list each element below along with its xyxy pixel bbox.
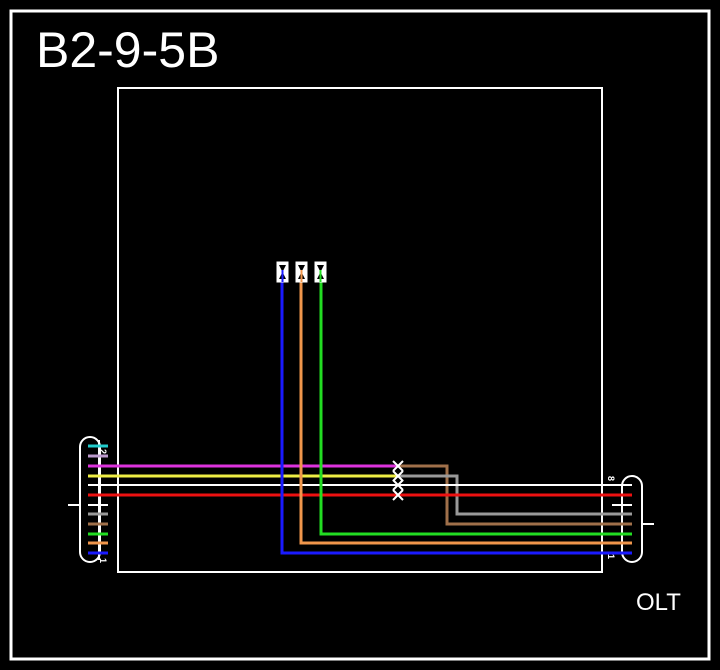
fiber-orange[interactable]: [299, 272, 632, 545]
right-connector[interactable]: 8 1: [606, 475, 654, 563]
enclosure-box: [117, 87, 603, 573]
right-connector-label-bottom: 1: [606, 554, 616, 559]
fiber-green[interactable]: [319, 272, 632, 536]
splice-x-icon: [392, 479, 404, 491]
splitter-blue[interactable]: [276, 261, 289, 283]
fiber-blue[interactable]: [280, 272, 632, 555]
splice-marks[interactable]: [392, 460, 404, 501]
left-connector-label-top: 12: [98, 444, 108, 454]
outer-frame: [9, 9, 711, 661]
splice-x-icon: [392, 470, 404, 482]
splitter-green[interactable]: [314, 261, 327, 283]
splice-x-icon: [392, 489, 404, 501]
olt-label: OLT: [636, 589, 681, 616]
splice-x-icon: [392, 460, 404, 472]
splitter-orange[interactable]: [295, 261, 308, 283]
left-connector-label-bottom: 1: [98, 558, 108, 563]
right-connector-label-top: 8: [606, 476, 616, 481]
diagram-title: B2-9-5B: [36, 22, 220, 78]
left-connector[interactable]: 12 1: [68, 436, 108, 563]
